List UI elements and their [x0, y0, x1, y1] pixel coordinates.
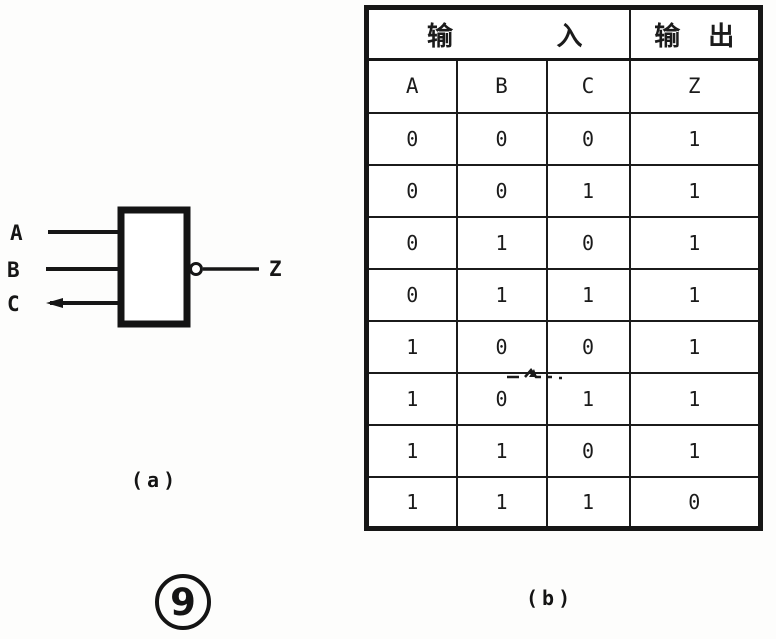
nand-gate-schematic — [46, 206, 259, 328]
truth-table-cell: 1 — [545, 475, 631, 530]
truth-table-cell: 0 — [455, 163, 548, 218]
truth-table-cell: 1 — [628, 163, 762, 218]
table-row: 1 0 0 1 — [365, 319, 762, 374]
truth-table-cell: 0 — [365, 163, 458, 218]
truth-table-cell: 1 — [545, 267, 631, 322]
output-header-char-1: 输 — [654, 21, 681, 52]
column-header-z: Z — [628, 58, 762, 114]
truth-table-cell: 1 — [628, 319, 762, 374]
gate-body — [117, 206, 191, 328]
truth-table-cell: 1 — [628, 267, 762, 322]
truth-table-cell: 0 — [455, 371, 548, 426]
truth-table-cell: 1 — [545, 371, 631, 426]
input-label-a: A — [10, 221, 23, 245]
column-header-b: B — [455, 58, 548, 114]
truth-table-cell: 1 — [545, 163, 631, 218]
output-header-char-2: 出 — [708, 21, 735, 52]
truth-table-cell: 1 — [455, 475, 548, 530]
table-row: 1 1 0 1 — [365, 423, 762, 478]
truth-table-cell: 0 — [545, 215, 631, 270]
truth-table-cell: 1 — [628, 111, 762, 166]
truth-table-cell: 1 — [455, 267, 548, 322]
truth-table-cell: 0 — [628, 475, 762, 530]
truth-table-cell: 0 — [365, 215, 458, 270]
input-header-char-2: 入 — [556, 21, 583, 52]
truth-table-cell: 0 — [545, 319, 631, 374]
output-label-z: Z — [269, 257, 282, 281]
truth-table-cell: 0 — [365, 111, 458, 166]
input-header-char-1: 输 — [427, 21, 454, 52]
truth-table-cell: 1 — [365, 475, 458, 530]
table-row: 0 1 1 1 — [365, 267, 762, 322]
input-header-cell: 输 入 — [365, 6, 631, 61]
table-row: 0 0 1 1 — [365, 163, 762, 218]
column-header-a: A — [365, 58, 458, 114]
truth-table-cell: 1 — [455, 215, 548, 270]
table-row: 1 0 1 1 — [365, 371, 762, 426]
table-row: 0 0 0 1 — [365, 111, 762, 166]
truth-table-cell: 1 — [628, 215, 762, 270]
column-letters-row: A B C Z — [365, 58, 762, 114]
truth-table-cell: 1 — [628, 423, 762, 478]
truth-table-cell: 1 — [365, 319, 458, 374]
truth-table-cell: 0 — [545, 111, 631, 166]
input-label-c: C — [7, 292, 20, 316]
output-header-cell: 输 出 — [628, 6, 762, 61]
truth-table-cell: 1 — [455, 423, 548, 478]
truth-table-cell: 0 — [455, 319, 548, 374]
truth-table-cell: 0 — [545, 423, 631, 478]
inversion-bubble-icon — [189, 262, 203, 276]
table-row: 1 1 1 0 — [365, 475, 762, 530]
truth-table-cell: 0 — [365, 267, 458, 322]
truth-table-cell: 1 — [365, 371, 458, 426]
truth-table-cell: 1 — [628, 371, 762, 426]
truth-table-cell: 1 — [365, 423, 458, 478]
table-row: 0 1 0 1 — [365, 215, 762, 270]
caption-a: (a) — [131, 468, 180, 492]
column-header-c: C — [545, 58, 631, 114]
wire-c-arrowhead — [46, 298, 63, 308]
truth-table-cell: 0 — [455, 111, 548, 166]
input-label-b: B — [7, 258, 20, 282]
figure-number-badge: 9 — [155, 574, 211, 630]
table-header-row: 输 入 输 出 — [365, 6, 762, 61]
figure-number-text: 9 — [170, 580, 196, 624]
truth-table: 输 入 输 出 A B C Z 0 0 — [364, 5, 763, 531]
caption-b: (b) — [526, 586, 575, 610]
